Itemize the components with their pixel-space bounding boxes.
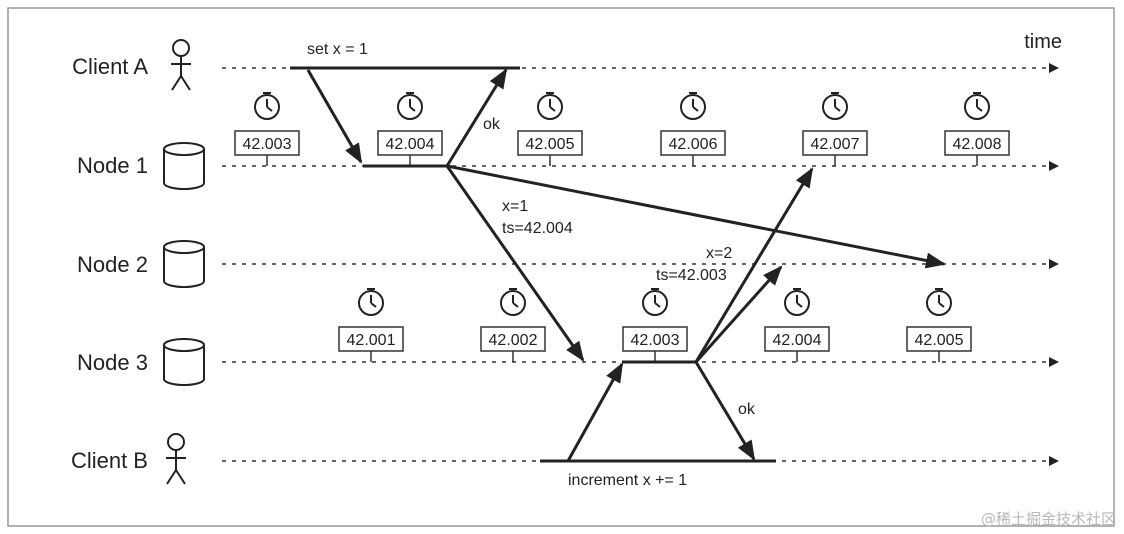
node3-clock-3: 42.003: [622, 288, 688, 362]
clock-icon: [358, 288, 384, 316]
label-x2-timestamp: ts=42.003: [656, 267, 727, 284]
clock-value: 42.003: [243, 136, 292, 153]
arrow-replicate-x2-node1: [694, 167, 814, 363]
clock-value: 42.002: [489, 332, 538, 349]
arrow-increment-request: [566, 362, 624, 462]
lane-label-client-b: Client B: [71, 448, 148, 473]
clock-icon: [822, 92, 848, 120]
clock-icon: [537, 92, 563, 120]
arrow-ok-to-client-b: [694, 361, 756, 461]
node3-clock-4: 42.004: [764, 288, 830, 362]
lane-label-node-2: Node 2: [77, 252, 148, 277]
label-x2-value: x=2: [706, 245, 732, 262]
clock-value: 42.004: [386, 136, 435, 153]
label-set-request: set x = 1: [307, 41, 368, 58]
node1-clock-4: 42.006: [660, 92, 726, 166]
clock-icon: [926, 288, 952, 316]
clock-value: 42.008: [953, 136, 1002, 153]
database-icon-node-3: [163, 338, 205, 386]
arrow-replicate-x1-node2: [446, 164, 946, 269]
person-icon-client-a: [170, 39, 192, 91]
lane-label-client-a: Client A: [72, 54, 148, 79]
diagram-frame: [7, 7, 1115, 527]
clock-value: 42.006: [669, 136, 718, 153]
label-ok-client-b: ok: [738, 401, 756, 418]
label-x1-timestamp: ts=42.004: [502, 220, 573, 237]
clock-value: 42.007: [811, 136, 860, 153]
clock-icon: [964, 92, 990, 120]
node3-clock-2: 42.002: [480, 288, 546, 362]
clock-value: 42.001: [347, 332, 396, 349]
clock-icon: [784, 288, 810, 316]
arrow-replicate-x2-node2: [694, 265, 783, 364]
arrow-set-request: [306, 69, 363, 164]
clock-value: 42.005: [915, 332, 964, 349]
clock-value: 42.004: [773, 332, 822, 349]
database-icon-node-2: [163, 240, 205, 288]
node1-clock-3: 42.005: [517, 92, 583, 166]
label-x1-value: x=1: [502, 198, 528, 215]
clock-icon: [680, 92, 706, 120]
arrow-replicate-x1-node3: [445, 165, 585, 362]
time-axis-label: time: [1024, 31, 1062, 53]
lane-label-node-1: Node 1: [77, 153, 148, 178]
label-increment-request: increment x += 1: [568, 472, 687, 489]
lane-label-node-3: Node 3: [77, 350, 148, 375]
clock-value: 42.005: [526, 136, 575, 153]
clock-icon: [397, 92, 423, 120]
clock-icon: [500, 288, 526, 316]
clock-icon: [254, 92, 280, 120]
node3-clock-1: 42.001: [338, 288, 404, 362]
watermark: @稀土掘金技术社区: [981, 510, 1116, 528]
database-icon-node-1: [163, 142, 205, 190]
node1-clock-2: 42.004: [377, 92, 443, 166]
node3-clock-5: 42.005: [906, 288, 972, 362]
node1-clock-5: 42.007: [802, 92, 868, 166]
node1-clock-6: 42.008: [944, 92, 1010, 166]
arrow-ok-to-client-a: [445, 68, 508, 167]
person-icon-client-b: [165, 433, 187, 485]
label-ok-client-a: ok: [483, 116, 501, 133]
node1-clock-1: 42.003: [234, 92, 300, 166]
clock-value: 42.003: [631, 332, 680, 349]
clock-icon: [642, 288, 668, 316]
